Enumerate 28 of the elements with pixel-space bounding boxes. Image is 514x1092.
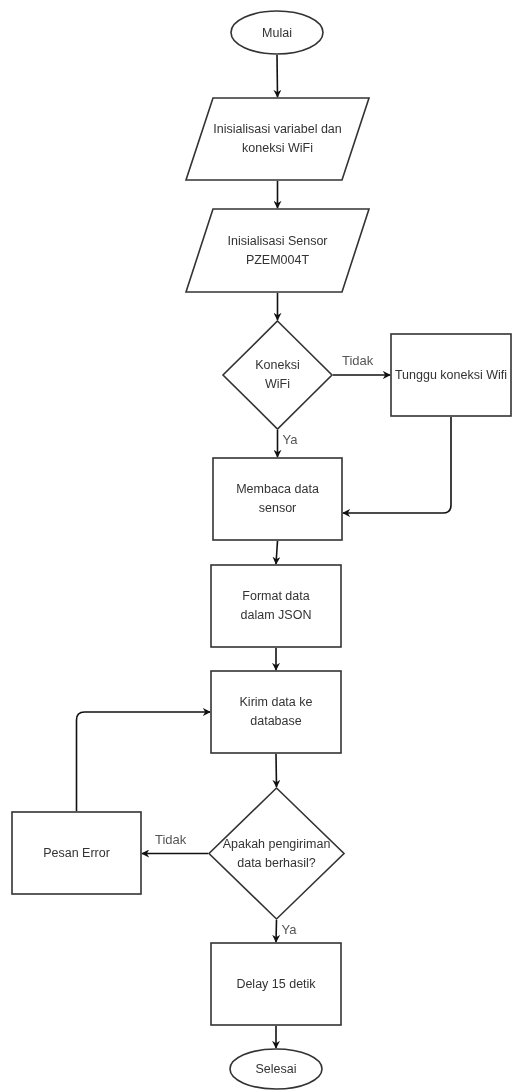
arrow xyxy=(272,540,281,565)
node-label: Format data dalam JSON xyxy=(239,588,313,624)
node-label: Membaca data sensor xyxy=(235,481,320,517)
arrow xyxy=(272,919,281,943)
arrow xyxy=(273,54,282,98)
arrow xyxy=(273,429,282,458)
arrow xyxy=(272,753,281,788)
node-label: Apakah pengiriman data berhasil? xyxy=(221,835,332,872)
arrow xyxy=(342,416,452,517)
node-label: Selesai xyxy=(254,1060,298,1078)
node-label: Pesan Error xyxy=(42,844,111,862)
node-label: Koneksi WiFi xyxy=(254,357,301,393)
arrow xyxy=(141,849,209,858)
edge-label: Ya xyxy=(281,432,299,447)
node-label: Inisialisasi variabel dan koneksi WiFi xyxy=(212,121,343,157)
node-label: Delay 15 detik xyxy=(235,975,317,993)
arrow xyxy=(272,647,280,671)
node-label: Inisialisasi Sensor PZEM004T xyxy=(226,232,329,269)
arrow xyxy=(75,708,211,812)
arrow xyxy=(272,1025,280,1049)
arrow xyxy=(332,371,391,379)
edge-label: Ya xyxy=(280,922,298,937)
node-label: Kirim data ke database xyxy=(238,694,314,730)
edge-label: Tidak xyxy=(341,353,375,368)
node-label: Mulai xyxy=(261,24,293,41)
arrow xyxy=(273,292,282,321)
node-label: Tunggu koneksi Wifi xyxy=(393,366,509,384)
arrow xyxy=(273,180,282,209)
